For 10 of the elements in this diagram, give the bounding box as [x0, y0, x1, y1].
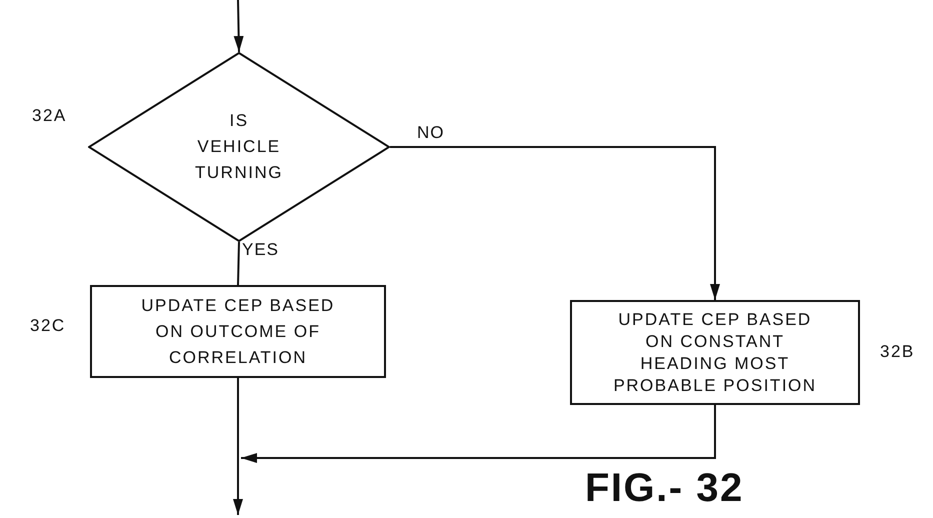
figure-label: FIG.- 32	[585, 466, 744, 511]
node-text: UPDATE CEP BASED ON CONSTANT HEADING MOST PROBABLE POSITION	[612, 308, 818, 396]
node-text: IS VEHICLE TURNING	[194, 110, 284, 184]
reference-number: 32B	[880, 342, 915, 362]
process-box	[570, 300, 860, 405]
reference-number: 32A	[32, 106, 67, 126]
node-text: UPDATE CEP BASED ON OUTCOME OF CORRELATION	[140, 294, 336, 368]
decision-diamond	[88, 52, 390, 242]
reference-number: 32C	[30, 316, 66, 336]
process-box	[90, 285, 386, 378]
